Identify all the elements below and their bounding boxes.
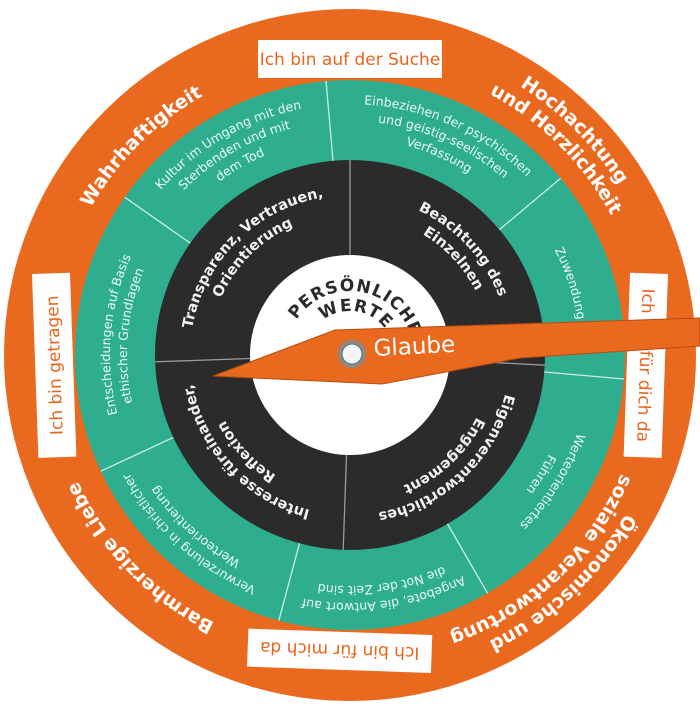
statement-box-left: Ich bin getragen — [31, 272, 77, 458]
segment-dividers — [100, 80, 625, 621]
divider-line — [155, 357, 251, 363]
divider-line — [100, 436, 174, 472]
statement-box-right: Ich bin für dich da — [623, 272, 669, 458]
divider-line — [446, 523, 489, 594]
divider-line — [498, 177, 562, 231]
divider-line — [544, 371, 625, 380]
needle-label: Glaube — [373, 332, 456, 362]
divider-line — [278, 543, 301, 621]
pointer-needle[interactable]: Glaube — [212, 317, 700, 385]
statement-box-bottom: Ich bin für mich da — [247, 628, 433, 674]
statement-text: Ich bin auf der Suche — [260, 50, 441, 70]
divider-line — [325, 80, 334, 161]
divider-line — [124, 196, 191, 244]
statement-text: Ich bin getragen — [43, 295, 68, 435]
divider-line — [342, 454, 348, 550]
statement-box-top: Ich bin auf der Suche — [258, 40, 442, 78]
